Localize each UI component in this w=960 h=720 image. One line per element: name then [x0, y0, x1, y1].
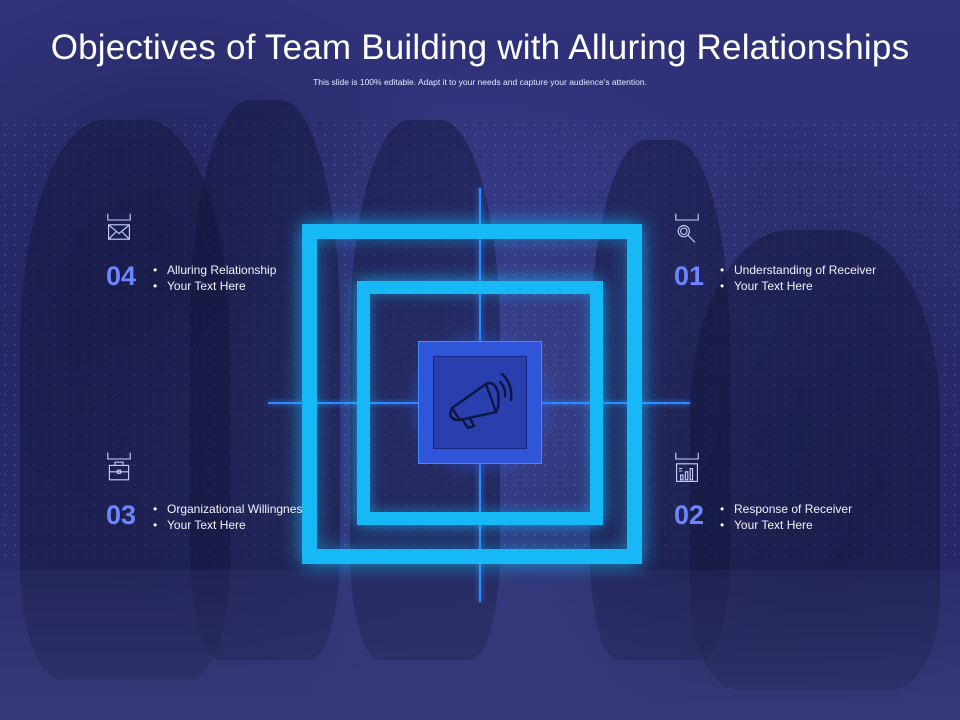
item-bullet: •Organizational Willingness	[153, 501, 303, 517]
item-bullet: •Your Text Here	[720, 518, 813, 532]
item-heading: Understanding of Receiver	[734, 263, 877, 277]
magnifier-icon	[675, 213, 699, 243]
item-bullet: •Your Text Here	[153, 518, 246, 532]
page-subtitle: This slide is 100% editable. Adapt it to…	[313, 77, 647, 87]
item-number: 03	[106, 500, 137, 530]
item-bullet: •Understanding of Receiver	[720, 263, 877, 277]
item-heading: Organizational Willingness	[167, 502, 303, 516]
page-title: Objectives of Team Building with Allurin…	[50, 28, 910, 67]
item-number: 02	[674, 500, 705, 530]
person-silhouette	[20, 120, 230, 680]
horizontal-glow-line-left	[268, 402, 418, 404]
item-bullet: •Your Text Here	[720, 279, 813, 293]
item-bullet: •Alluring Relationship	[153, 263, 277, 277]
item-text: Your Text Here	[167, 279, 246, 293]
item-heading: Response of Receiver	[734, 502, 853, 516]
item-text: Your Text Here	[734, 518, 813, 532]
core-square	[433, 356, 527, 449]
item-number: 01	[674, 261, 705, 291]
item-text: Your Text Here	[734, 279, 813, 293]
envelope-icon	[107, 213, 131, 240]
item-bullet: •Your Text Here	[153, 279, 246, 293]
outer-neon-square	[302, 224, 642, 564]
middle-neon-square	[357, 281, 603, 525]
item-number: 04	[106, 261, 137, 291]
person-silhouette	[690, 230, 940, 690]
horizontal-glow-line-right	[542, 402, 690, 404]
megaphone-icon	[448, 372, 513, 430]
item-text: Your Text Here	[167, 518, 246, 532]
item-bullet: •Response of Receiver	[720, 502, 853, 516]
bar-chart-icon	[675, 452, 699, 482]
item-heading: Alluring Relationship	[167, 263, 277, 277]
briefcase-icon	[107, 452, 131, 481]
